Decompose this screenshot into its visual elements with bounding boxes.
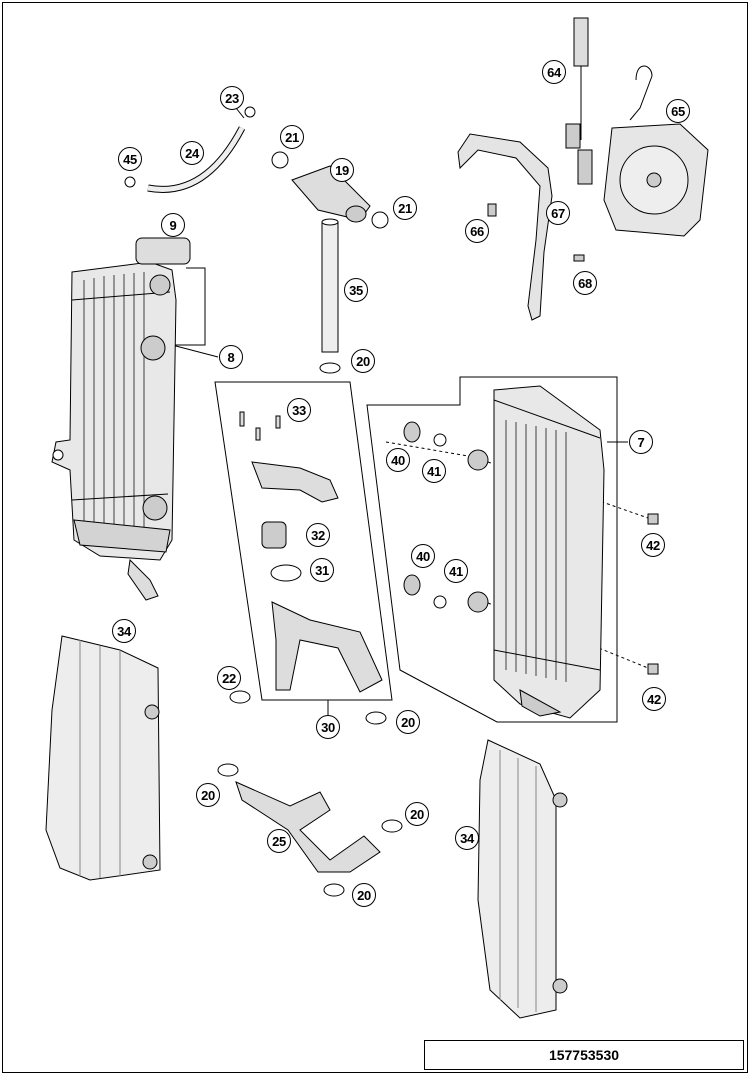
pipe-35 <box>321 218 339 353</box>
callout-41: 41 <box>444 559 468 583</box>
callout-25: 25 <box>267 829 291 853</box>
left-radiator-grille <box>45 635 161 881</box>
callout-42: 42 <box>642 687 666 711</box>
clamp-20d <box>381 819 403 833</box>
callout-41: 41 <box>422 459 446 483</box>
left-radiator-group-bracket <box>170 267 206 346</box>
callout-22: 22 <box>217 666 241 690</box>
right-radiator-group-outline <box>366 376 618 723</box>
callout-24: 24 <box>180 141 204 165</box>
callout-32: 32 <box>306 523 330 547</box>
thermostat-group-outline <box>214 381 393 701</box>
callout-40: 40 <box>411 544 435 568</box>
hose-19 <box>291 165 371 223</box>
callout-68: 68 <box>573 271 597 295</box>
bolt-66 <box>487 203 497 217</box>
screws-42 <box>647 513 659 675</box>
callout-20: 20 <box>352 883 376 907</box>
clamp-21a <box>271 151 289 169</box>
thermostat-housing <box>251 461 383 693</box>
callout-21: 21 <box>393 196 417 220</box>
hose-24 <box>147 126 246 193</box>
sensor-64 <box>565 17 593 185</box>
callout-9: 9 <box>161 213 185 237</box>
clamp-20c <box>217 763 239 777</box>
right-radiator-grille <box>477 739 568 1019</box>
clamp-21b <box>371 211 389 229</box>
callout-23: 23 <box>220 86 244 110</box>
clamp-22 <box>229 690 251 704</box>
document-number: 157753530 <box>424 1040 744 1070</box>
fan-65 <box>603 65 709 237</box>
callout-65: 65 <box>666 99 690 123</box>
hose-25 <box>235 781 381 873</box>
callout-33: 33 <box>287 398 311 422</box>
callout-20: 20 <box>405 802 429 826</box>
callout-21: 21 <box>280 125 304 149</box>
callout-8: 8 <box>219 345 243 369</box>
grommets-40-41 <box>403 421 447 609</box>
callout-45: 45 <box>118 147 142 171</box>
callout-42: 42 <box>641 533 665 557</box>
clamp-23 <box>244 106 256 118</box>
callout-20: 20 <box>196 783 220 807</box>
callout-35: 35 <box>344 278 368 302</box>
callout-31: 31 <box>310 558 334 582</box>
callout-34: 34 <box>112 619 136 643</box>
callout-7: 7 <box>629 430 653 454</box>
bracket-67 <box>457 133 553 321</box>
callout-34: 34 <box>455 826 479 850</box>
callout-40: 40 <box>386 448 410 472</box>
clamp-20b <box>365 711 387 725</box>
bolt-68 <box>573 254 585 262</box>
callout-20: 20 <box>351 349 375 373</box>
right-radiator <box>467 385 605 719</box>
clamp-20a <box>319 362 341 374</box>
callout-67: 67 <box>546 201 570 225</box>
callout-19: 19 <box>330 158 354 182</box>
clamp-45 <box>124 176 136 188</box>
callout-64: 64 <box>542 60 566 84</box>
left-radiator <box>51 237 191 601</box>
clamp-20e <box>323 883 345 897</box>
callout-20: 20 <box>396 710 420 734</box>
bolts-33 <box>239 411 281 441</box>
callout-66: 66 <box>465 219 489 243</box>
callout-30: 30 <box>316 715 340 739</box>
